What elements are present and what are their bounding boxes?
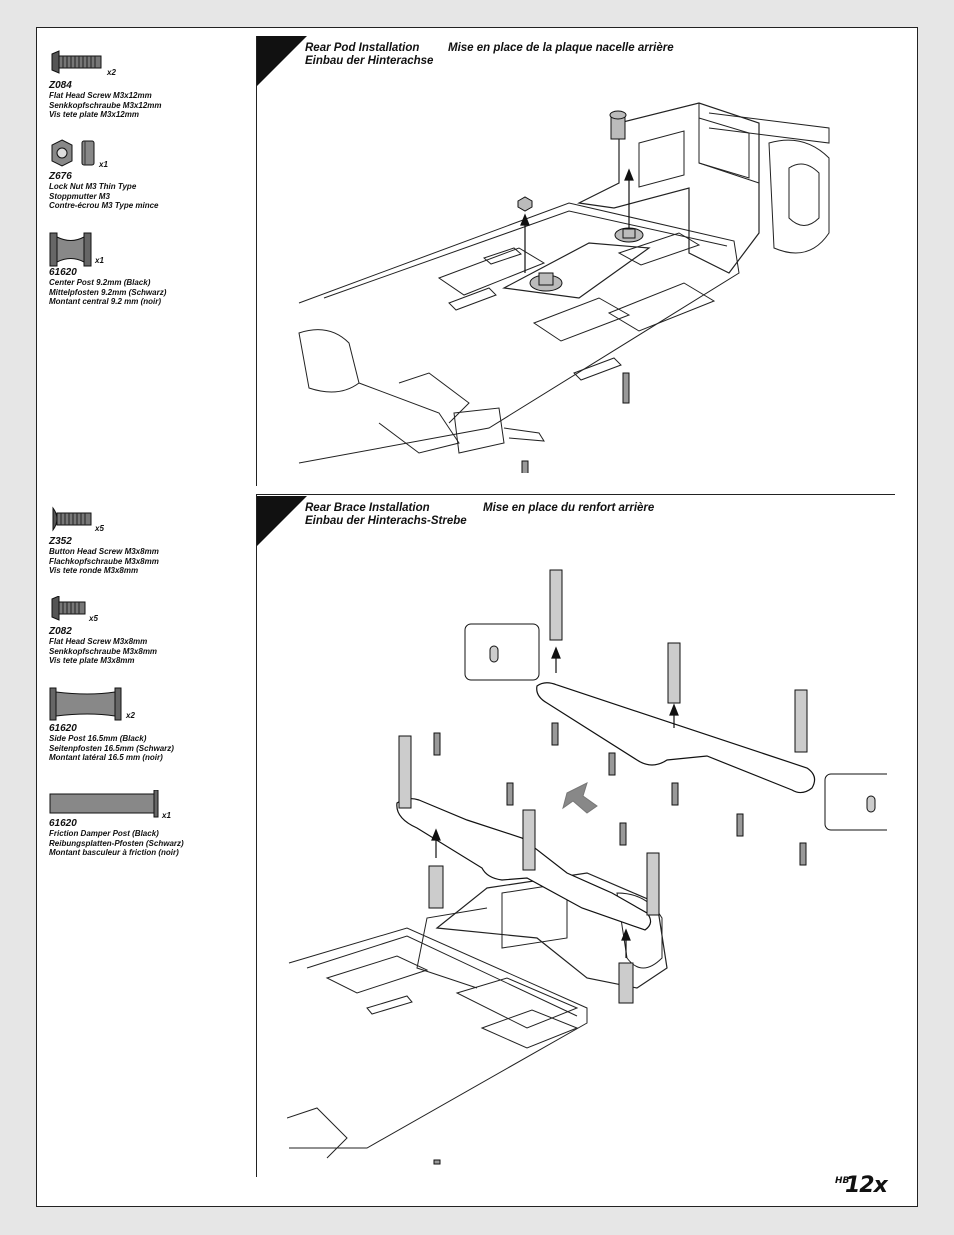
part-name-en: Lock Nut M3 Thin Type (49, 182, 137, 191)
part-name-de: Stoppmutter M3 (49, 191, 110, 201)
button-head-screw-icon (52, 506, 92, 532)
part-name-de: Reibungsplatten-Pfosten (Schwarz) (49, 838, 184, 848)
part-name-de: Mittelpfosten 9.2mm (Schwarz) (49, 287, 167, 297)
step-corner-marker (257, 496, 307, 546)
part-name-fr: Contre-écrou M3 Type mince (49, 201, 159, 210)
part-code: Z084 (49, 80, 72, 91)
rear-brace-installation-illustration (287, 569, 887, 1165)
part-name-en: Friction Damper Post (Black) (49, 829, 159, 838)
part-61620-center-post: x1 61620 Center Post 9.2mm (Black) Mitte… (49, 232, 254, 307)
part-code: Z352 (49, 536, 72, 547)
rear-pod-installation-illustration (298, 102, 830, 473)
step2-title-en: Rear Brace Installation (305, 502, 430, 514)
logo-brand: HB (835, 1176, 850, 1186)
part-z084: x2 Z084 Flat Head Screw M3x12mm Senkkopf… (49, 50, 254, 122)
part-quantity: x1 (99, 160, 108, 169)
flat-head-screw-icon (51, 50, 102, 74)
part-code: 61620 (49, 818, 77, 829)
part-code: 61620 (49, 723, 77, 734)
center-post-icon (49, 232, 92, 267)
part-quantity: x5 (89, 614, 98, 623)
step2-title-fr: Mise en place du renfort arrière (483, 502, 655, 514)
section-divider (256, 494, 895, 495)
part-name-en: Button Head Screw M3x8mm (49, 547, 159, 556)
section-divider (256, 495, 257, 1177)
logo-model: 12x (845, 1173, 888, 1198)
part-quantity: x2 (126, 711, 135, 720)
part-name-fr: Vis tete plate M3x8mm (49, 656, 135, 665)
hb-12x-logo: HB 12x (835, 1174, 899, 1202)
step1-title-de: Einbau der Hinterachse (305, 55, 434, 67)
part-name-fr: Montant basculeur à friction (noir) (49, 848, 179, 857)
part-61620-side-post: x2 61620 Side Post 16.5mm (Black) Seiten… (49, 687, 254, 767)
step2-title-de: Einbau der Hinterachs-Strebe (305, 515, 467, 527)
part-name-fr: Montant central 9.2 mm (noir) (49, 297, 162, 306)
part-name-de: Flachkopfschraube M3x8mm (49, 556, 159, 566)
part-code: Z082 (49, 626, 72, 637)
part-z082: x5 Z082 Flat Head Screw M3x8mm Senkkopfs… (49, 596, 254, 668)
part-z676: x1 Z676 Lock Nut M3 Thin Type Stoppmutte… (49, 138, 254, 213)
part-name-en: Center Post 9.2mm (Black) (49, 278, 151, 287)
part-z352: x5 Z352 Button Head Screw M3x8mm Flachko… (49, 506, 254, 576)
part-quantity: x5 (95, 524, 104, 533)
part-name-en: Side Post 16.5mm (Black) (49, 734, 147, 743)
part-quantity: x1 (95, 256, 104, 265)
part-quantity: x1 (162, 811, 171, 820)
lock-nut-icon (51, 139, 95, 167)
part-name-de: Senkkopfschraube M3x12mm (49, 100, 162, 110)
side-post-icon (49, 687, 122, 721)
part-name-en: Flat Head Screw M3x12mm (49, 91, 152, 100)
step1-title-en: Rear Pod Installation (305, 42, 420, 54)
part-name-fr: Vis tete ronde M3x8mm (49, 566, 139, 575)
flat-head-screw-icon (51, 596, 86, 621)
step-corner-marker (257, 36, 307, 86)
friction-damper-post-icon (49, 790, 159, 818)
manual-page: x2 Z084 Flat Head Screw M3x12mm Senkkopf… (36, 27, 918, 1207)
part-code: 61620 (49, 267, 77, 278)
section-divider (256, 36, 257, 486)
part-name-fr: Vis tete plate M3x12mm (49, 110, 139, 119)
part-name-de: Seitenpfosten 16.5mm (Schwarz) (49, 743, 174, 753)
step1-title-fr: Mise en place de la plaque nacelle arriè… (448, 42, 674, 54)
part-name-en: Flat Head Screw M3x8mm (49, 637, 148, 646)
part-61620-friction-damper-post: x1 61620 Friction Damper Post (Black) Re… (49, 790, 254, 860)
part-name-fr: Montant latéral 16.5 mm (noir) (49, 753, 163, 762)
part-name-de: Senkkopfschraube M3x8mm (49, 646, 158, 656)
part-quantity: x2 (107, 68, 116, 77)
part-code: Z676 (49, 171, 72, 182)
